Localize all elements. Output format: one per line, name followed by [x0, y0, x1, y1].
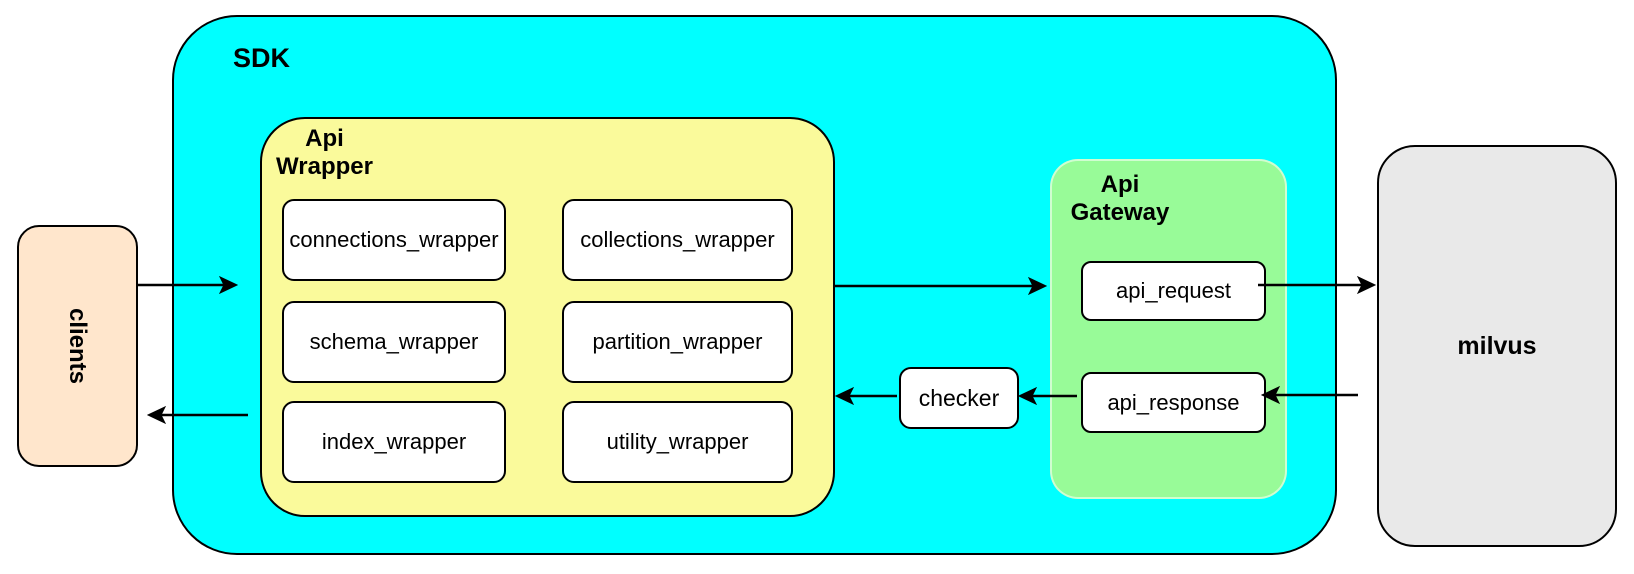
api-gateway-container: Api Gateway api_request api_response — [1050, 159, 1287, 499]
clients-label: clients — [64, 307, 92, 385]
clients-node: clients — [17, 225, 138, 467]
api-gateway-label-line1: Api — [1100, 171, 1140, 198]
api-wrapper-label-line2: Wrapper — [276, 153, 373, 180]
api-request-node: api_request — [1081, 261, 1266, 321]
milvus-node: milvus — [1377, 145, 1617, 547]
api-wrapper-label: Api Wrapper — [262, 125, 387, 181]
api-wrapper-container: Api Wrapper connections_wrapper collecti… — [260, 117, 835, 517]
module-utility-wrapper: utility_wrapper — [562, 401, 793, 483]
api-gateway-label-line2: Gateway — [1070, 199, 1170, 226]
api-gateway-label: Api Gateway — [1060, 171, 1180, 227]
module-index-wrapper: index_wrapper — [282, 401, 506, 483]
arrow-sdk-to-clients-head — [146, 405, 167, 425]
api-wrapper-label-line1: Api — [305, 125, 344, 152]
milvus-label: milvus — [1457, 331, 1537, 360]
arrow-request-to-milvus-head — [1356, 275, 1377, 295]
sdk-container: SDK Api Wrapper connections_wrapper coll… — [172, 15, 1337, 555]
checker-node: checker — [899, 367, 1019, 429]
module-connections-wrapper: connections_wrapper — [282, 199, 506, 281]
api-response-node: api_response — [1081, 372, 1266, 433]
sdk-label: SDK — [233, 43, 291, 73]
module-partition-wrapper: partition_wrapper — [562, 301, 793, 383]
module-schema-wrapper: schema_wrapper — [282, 301, 506, 383]
module-collections-wrapper: collections_wrapper — [562, 199, 793, 281]
